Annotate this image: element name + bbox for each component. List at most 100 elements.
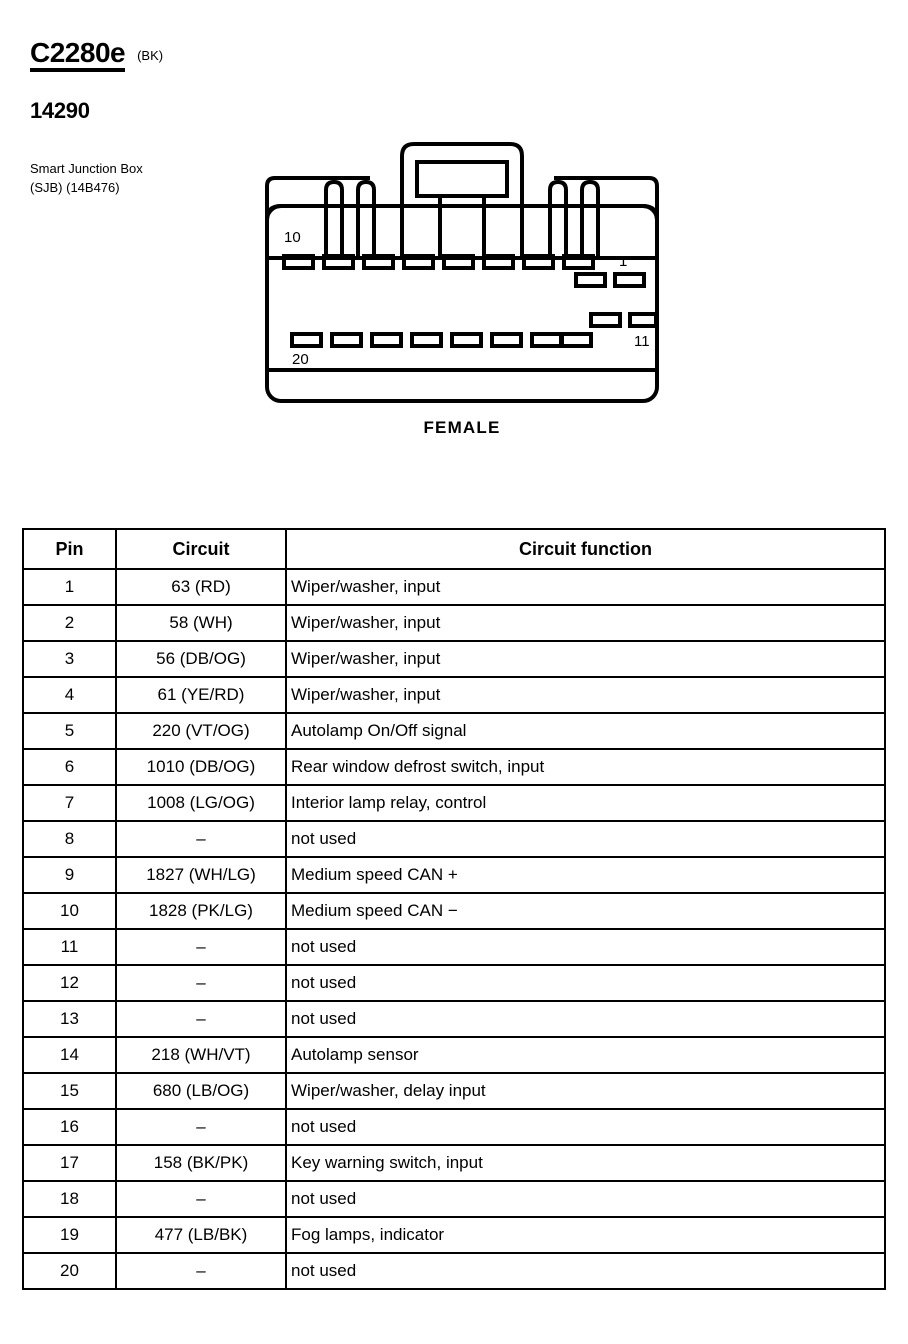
cell-circuit-function: Medium speed CAN − xyxy=(285,892,886,930)
connector-drawing: 10 1 20 11 xyxy=(265,142,659,403)
cell-pin: 20 xyxy=(22,1252,117,1290)
cell-circuit-function: Medium speed CAN + xyxy=(285,856,886,894)
cavity xyxy=(362,254,395,270)
cell-circuit-function: not used xyxy=(285,820,886,858)
cavity xyxy=(482,254,515,270)
cell-pin: 8 xyxy=(22,820,117,858)
cell-pin: 11 xyxy=(22,928,117,966)
cell-pin: 16 xyxy=(22,1108,117,1146)
cavity xyxy=(560,332,593,348)
cavity-row-upper-offset xyxy=(574,272,646,288)
shoulder-slot-right-1 xyxy=(548,179,568,258)
cell-circuit-function: Wiper/washer, input xyxy=(285,640,886,678)
cavity xyxy=(490,332,523,348)
component-description: Smart Junction Box (SJB) (14B476) xyxy=(30,160,270,198)
connector-header: C2280e (BK) 14290 Smart Junction Box (SJ… xyxy=(30,38,270,198)
cell-circuit-function: Rear window defrost switch, input xyxy=(285,748,886,786)
cell-circuit-function: not used xyxy=(285,1180,886,1218)
cell-circuit-function: Wiper/washer, delay input xyxy=(285,1072,886,1110)
cavity xyxy=(282,254,315,270)
cell-circuit-function: Wiper/washer, input xyxy=(285,676,886,714)
cell-pin: 9 xyxy=(22,856,117,894)
cell-pin: 5 xyxy=(22,712,117,750)
pin-marker-bottom-right: 11 xyxy=(634,333,650,350)
connector-diagram: 10 1 20 11 xyxy=(262,138,662,404)
cavity xyxy=(589,312,622,328)
connector-color-code: (BK) xyxy=(137,48,164,63)
cell-circuit: 1828 (PK/LG) xyxy=(115,892,287,930)
pin-marker-top-left: 10 xyxy=(284,229,301,246)
cavity xyxy=(402,254,435,270)
cell-pin: 7 xyxy=(22,784,117,822)
column-header-function: Circuit function xyxy=(285,528,886,570)
cell-circuit-function: Key warning switch, input xyxy=(285,1144,886,1182)
cell-circuit: 1008 (LG/OG) xyxy=(115,784,287,822)
cell-pin: 10 xyxy=(22,892,117,930)
part-number: 14290 xyxy=(30,98,90,124)
cell-circuit: – xyxy=(115,928,287,966)
table-header-row: Pin Circuit Circuit function xyxy=(22,528,886,570)
cavity xyxy=(370,332,403,348)
cell-circuit-function: not used xyxy=(285,1108,886,1146)
cavity xyxy=(522,254,555,270)
connector-body-top-edge xyxy=(265,204,659,221)
column-header-pin: Pin xyxy=(22,528,117,570)
cell-circuit-function: Autolamp sensor xyxy=(285,1036,886,1074)
connector-id: C2280e xyxy=(30,38,126,73)
cavity xyxy=(290,332,323,348)
cell-pin: 13 xyxy=(22,1000,117,1038)
cell-circuit-function: not used xyxy=(285,1252,886,1290)
component-code: (SJB) (14B476) xyxy=(30,180,120,196)
cell-pin: 18 xyxy=(22,1180,117,1218)
cell-circuit: – xyxy=(115,1000,287,1038)
component-name: Smart Junction Box xyxy=(30,161,143,177)
connector-title-row: C2280e (BK) xyxy=(30,38,270,73)
cell-circuit: – xyxy=(115,1180,287,1218)
table-row: 18–not used xyxy=(22,1180,886,1218)
cell-circuit: 680 (LB/OG) xyxy=(115,1072,287,1110)
cavity xyxy=(613,272,646,288)
shoulder-slot-left-1 xyxy=(324,179,344,258)
table-row: 20–not used xyxy=(22,1252,886,1290)
cavity xyxy=(330,332,363,348)
connector-gender-label: FEMALE xyxy=(423,418,501,437)
latch-inner-window xyxy=(415,160,509,198)
cell-pin: 2 xyxy=(22,604,117,642)
cell-pin: 3 xyxy=(22,640,117,678)
cavity xyxy=(450,332,483,348)
cell-circuit-function: Interior lamp relay, control xyxy=(285,784,886,822)
latch-outer xyxy=(400,142,524,258)
pin-marker-bottom-left: 20 xyxy=(292,351,309,368)
cell-circuit: 1010 (DB/OG) xyxy=(115,748,287,786)
cell-circuit: 56 (DB/OG) xyxy=(115,640,287,678)
cell-circuit-function: not used xyxy=(285,928,886,966)
cell-circuit: 220 (VT/OG) xyxy=(115,712,287,750)
cell-pin: 15 xyxy=(22,1072,117,1110)
cell-circuit: 61 (YE/RD) xyxy=(115,676,287,714)
cavity xyxy=(442,254,475,270)
cell-circuit: – xyxy=(115,964,287,1002)
cavity xyxy=(530,332,563,348)
cavity-row-top xyxy=(282,254,595,270)
table-row: 11–not used xyxy=(22,928,886,966)
cell-pin: 1 xyxy=(22,568,117,606)
table-row: 8–not used xyxy=(22,820,886,858)
pin-table-header: Pin Circuit Circuit function xyxy=(22,528,886,570)
table-row: 16–not used xyxy=(22,1108,886,1146)
cell-circuit: 158 (BK/PK) xyxy=(115,1144,287,1182)
cell-pin: 19 xyxy=(22,1216,117,1254)
cell-circuit: 218 (WH/VT) xyxy=(115,1036,287,1074)
